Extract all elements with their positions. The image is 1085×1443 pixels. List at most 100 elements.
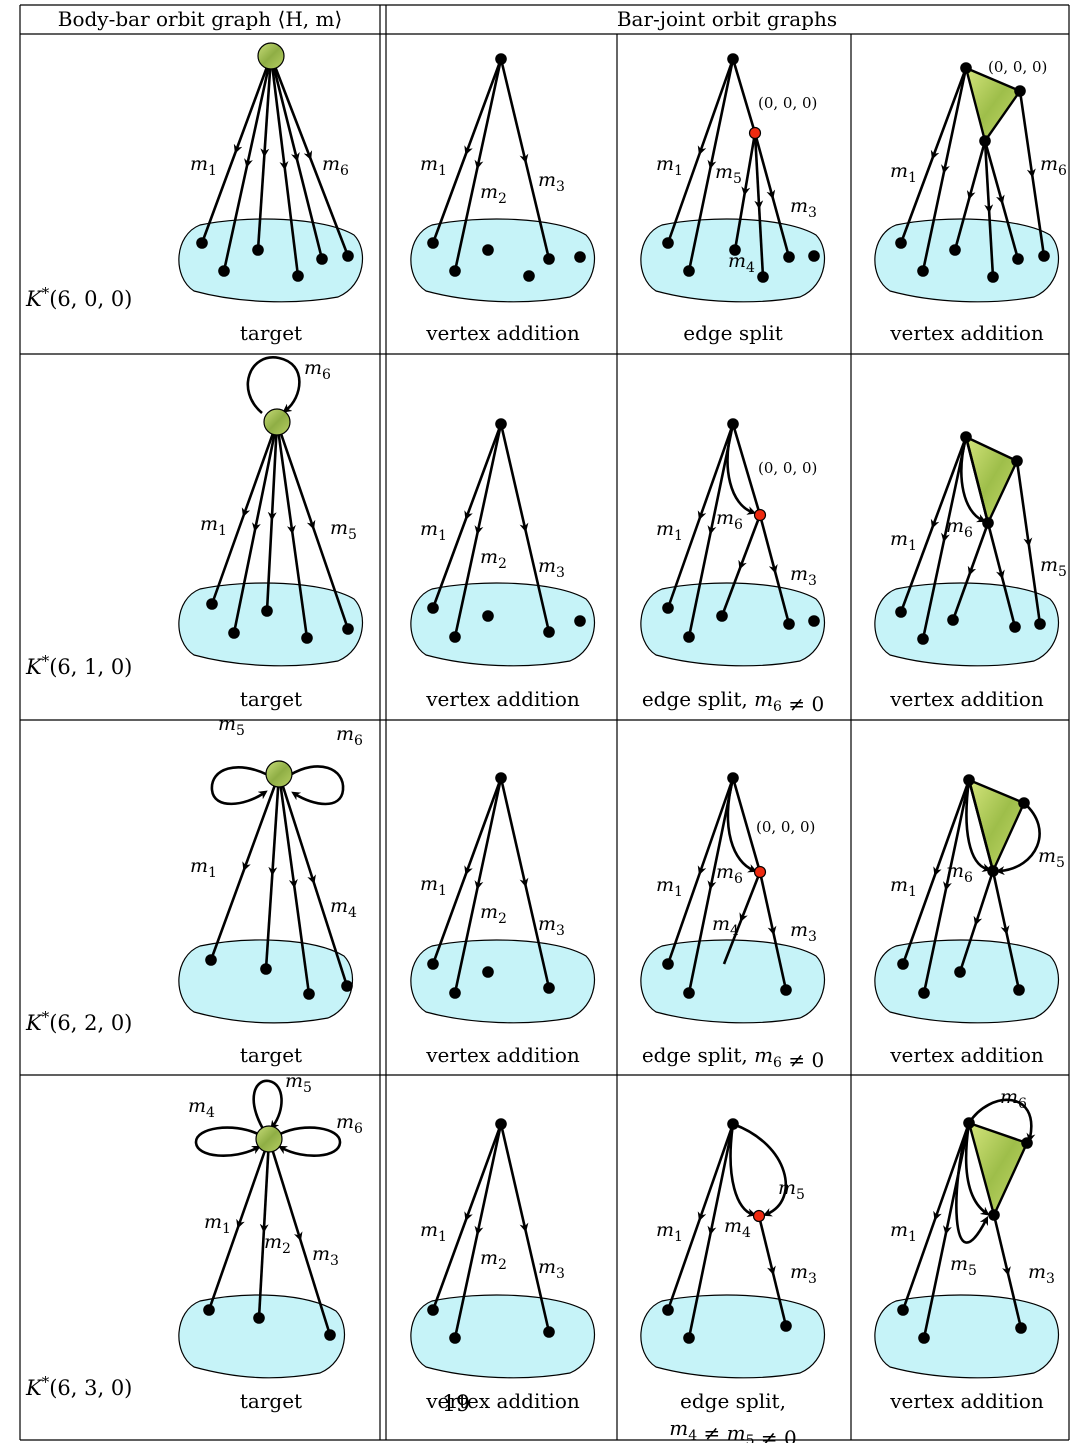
edge-arrow	[269, 55, 350, 257]
edge-label: m5	[778, 1177, 805, 1203]
edge-label: m6	[716, 861, 743, 887]
edge-arrow	[265, 421, 279, 612]
target-region	[410, 939, 596, 1024]
vertex	[1034, 618, 1046, 630]
edge-arrow	[720, 514, 762, 617]
edge-label: m4	[188, 1095, 215, 1121]
cell-caption: vertex addition	[425, 321, 580, 345]
vertex	[1013, 984, 1025, 996]
edge-label: m3	[790, 919, 817, 945]
edge-label: m4	[724, 1215, 751, 1241]
edge-label: m3	[790, 563, 817, 589]
curved-edge	[955, 1122, 989, 1244]
edge-label: m2	[480, 1247, 507, 1273]
vertex	[918, 987, 930, 999]
edge-arrow	[453, 58, 503, 272]
edge-label: m6	[1040, 153, 1067, 179]
edge-label: m1	[420, 153, 447, 179]
edge-arrow	[733, 132, 757, 251]
row-label: K*(6, 1, 0)	[25, 652, 132, 679]
edge-arrow	[499, 777, 551, 989]
edge-label: m1	[890, 528, 917, 554]
vertex	[252, 244, 264, 256]
edge-label: m6	[322, 153, 349, 179]
vertex	[205, 954, 217, 966]
target-region	[178, 582, 364, 667]
edge-arrow	[431, 777, 503, 965]
vertex	[1021, 1137, 1033, 1149]
vertex	[683, 265, 695, 277]
cell-caption: vertex addition	[889, 1389, 1044, 1413]
edge-arrow	[453, 777, 503, 994]
curved-edge	[965, 779, 992, 873]
vertex	[954, 966, 966, 978]
edge-arrow	[499, 1123, 551, 1333]
vertex	[1012, 253, 1024, 265]
edge-arrow	[666, 58, 735, 244]
vertex	[1038, 250, 1050, 262]
vertex	[783, 251, 795, 263]
edge-label: m3	[790, 1261, 817, 1287]
edge-label: m3	[538, 169, 565, 195]
vertex	[780, 1320, 792, 1332]
cell-caption: vertex addition	[889, 687, 1044, 711]
vertex	[947, 614, 959, 626]
vertex	[449, 265, 461, 277]
edge	[967, 779, 995, 872]
vertex	[917, 633, 929, 645]
edge-arrow	[922, 779, 971, 994]
edge-label: m6	[336, 1111, 363, 1137]
edge-arrow	[222, 55, 273, 272]
cell-caption: vertex addition	[425, 687, 580, 711]
vertex	[949, 244, 961, 256]
edge-arrow	[687, 1123, 735, 1339]
vertex	[341, 980, 353, 992]
loop-edge	[289, 765, 345, 806]
edge-arrow	[210, 421, 279, 605]
edge-arrow	[899, 436, 968, 613]
target-region	[874, 582, 1060, 667]
cell-caption: vertex addition	[425, 1389, 580, 1413]
edge-arrow	[1018, 90, 1046, 257]
edge-label: m1	[204, 1211, 231, 1237]
edge-label: m3	[1028, 1261, 1055, 1287]
vertex	[427, 1304, 439, 1316]
edge-arrow	[921, 436, 968, 640]
loop-edge	[194, 1126, 261, 1158]
vertex	[574, 615, 586, 627]
target-region	[178, 1294, 346, 1379]
edge-arrow	[953, 140, 987, 251]
edge	[964, 436, 990, 524]
curved-edge	[726, 423, 757, 515]
edge-label: m1	[420, 1219, 447, 1245]
edge-label: m3	[538, 555, 565, 581]
edge-arrow	[1015, 460, 1042, 625]
vertex	[808, 250, 820, 262]
edge-arrow	[958, 870, 995, 973]
edge-arrow	[666, 1123, 735, 1311]
loop-edge	[278, 1126, 342, 1158]
edge-arrow	[753, 132, 765, 278]
edge-label: m5	[285, 1070, 312, 1096]
edge-label: m1	[200, 513, 227, 539]
edge-arrow	[277, 773, 311, 995]
split-vertex	[753, 865, 767, 879]
body-vertex	[263, 408, 291, 436]
cell-caption: edge split	[683, 321, 783, 345]
body-vertex	[257, 42, 285, 70]
vertex	[482, 966, 494, 978]
edge-label: m5	[330, 517, 357, 543]
edge-arrow	[499, 58, 551, 260]
edge-arrow	[921, 67, 968, 272]
edge-label: m5	[950, 1253, 977, 1279]
body-triangle	[967, 1121, 1029, 1219]
target-region	[410, 582, 596, 667]
row-label: K*(6, 0, 0)	[25, 284, 132, 311]
target-region	[640, 218, 826, 303]
vertex	[316, 253, 328, 265]
vertex	[683, 631, 695, 643]
edge-label: m2	[480, 901, 507, 927]
edge-label: m1	[656, 1219, 683, 1245]
edge	[731, 777, 762, 873]
